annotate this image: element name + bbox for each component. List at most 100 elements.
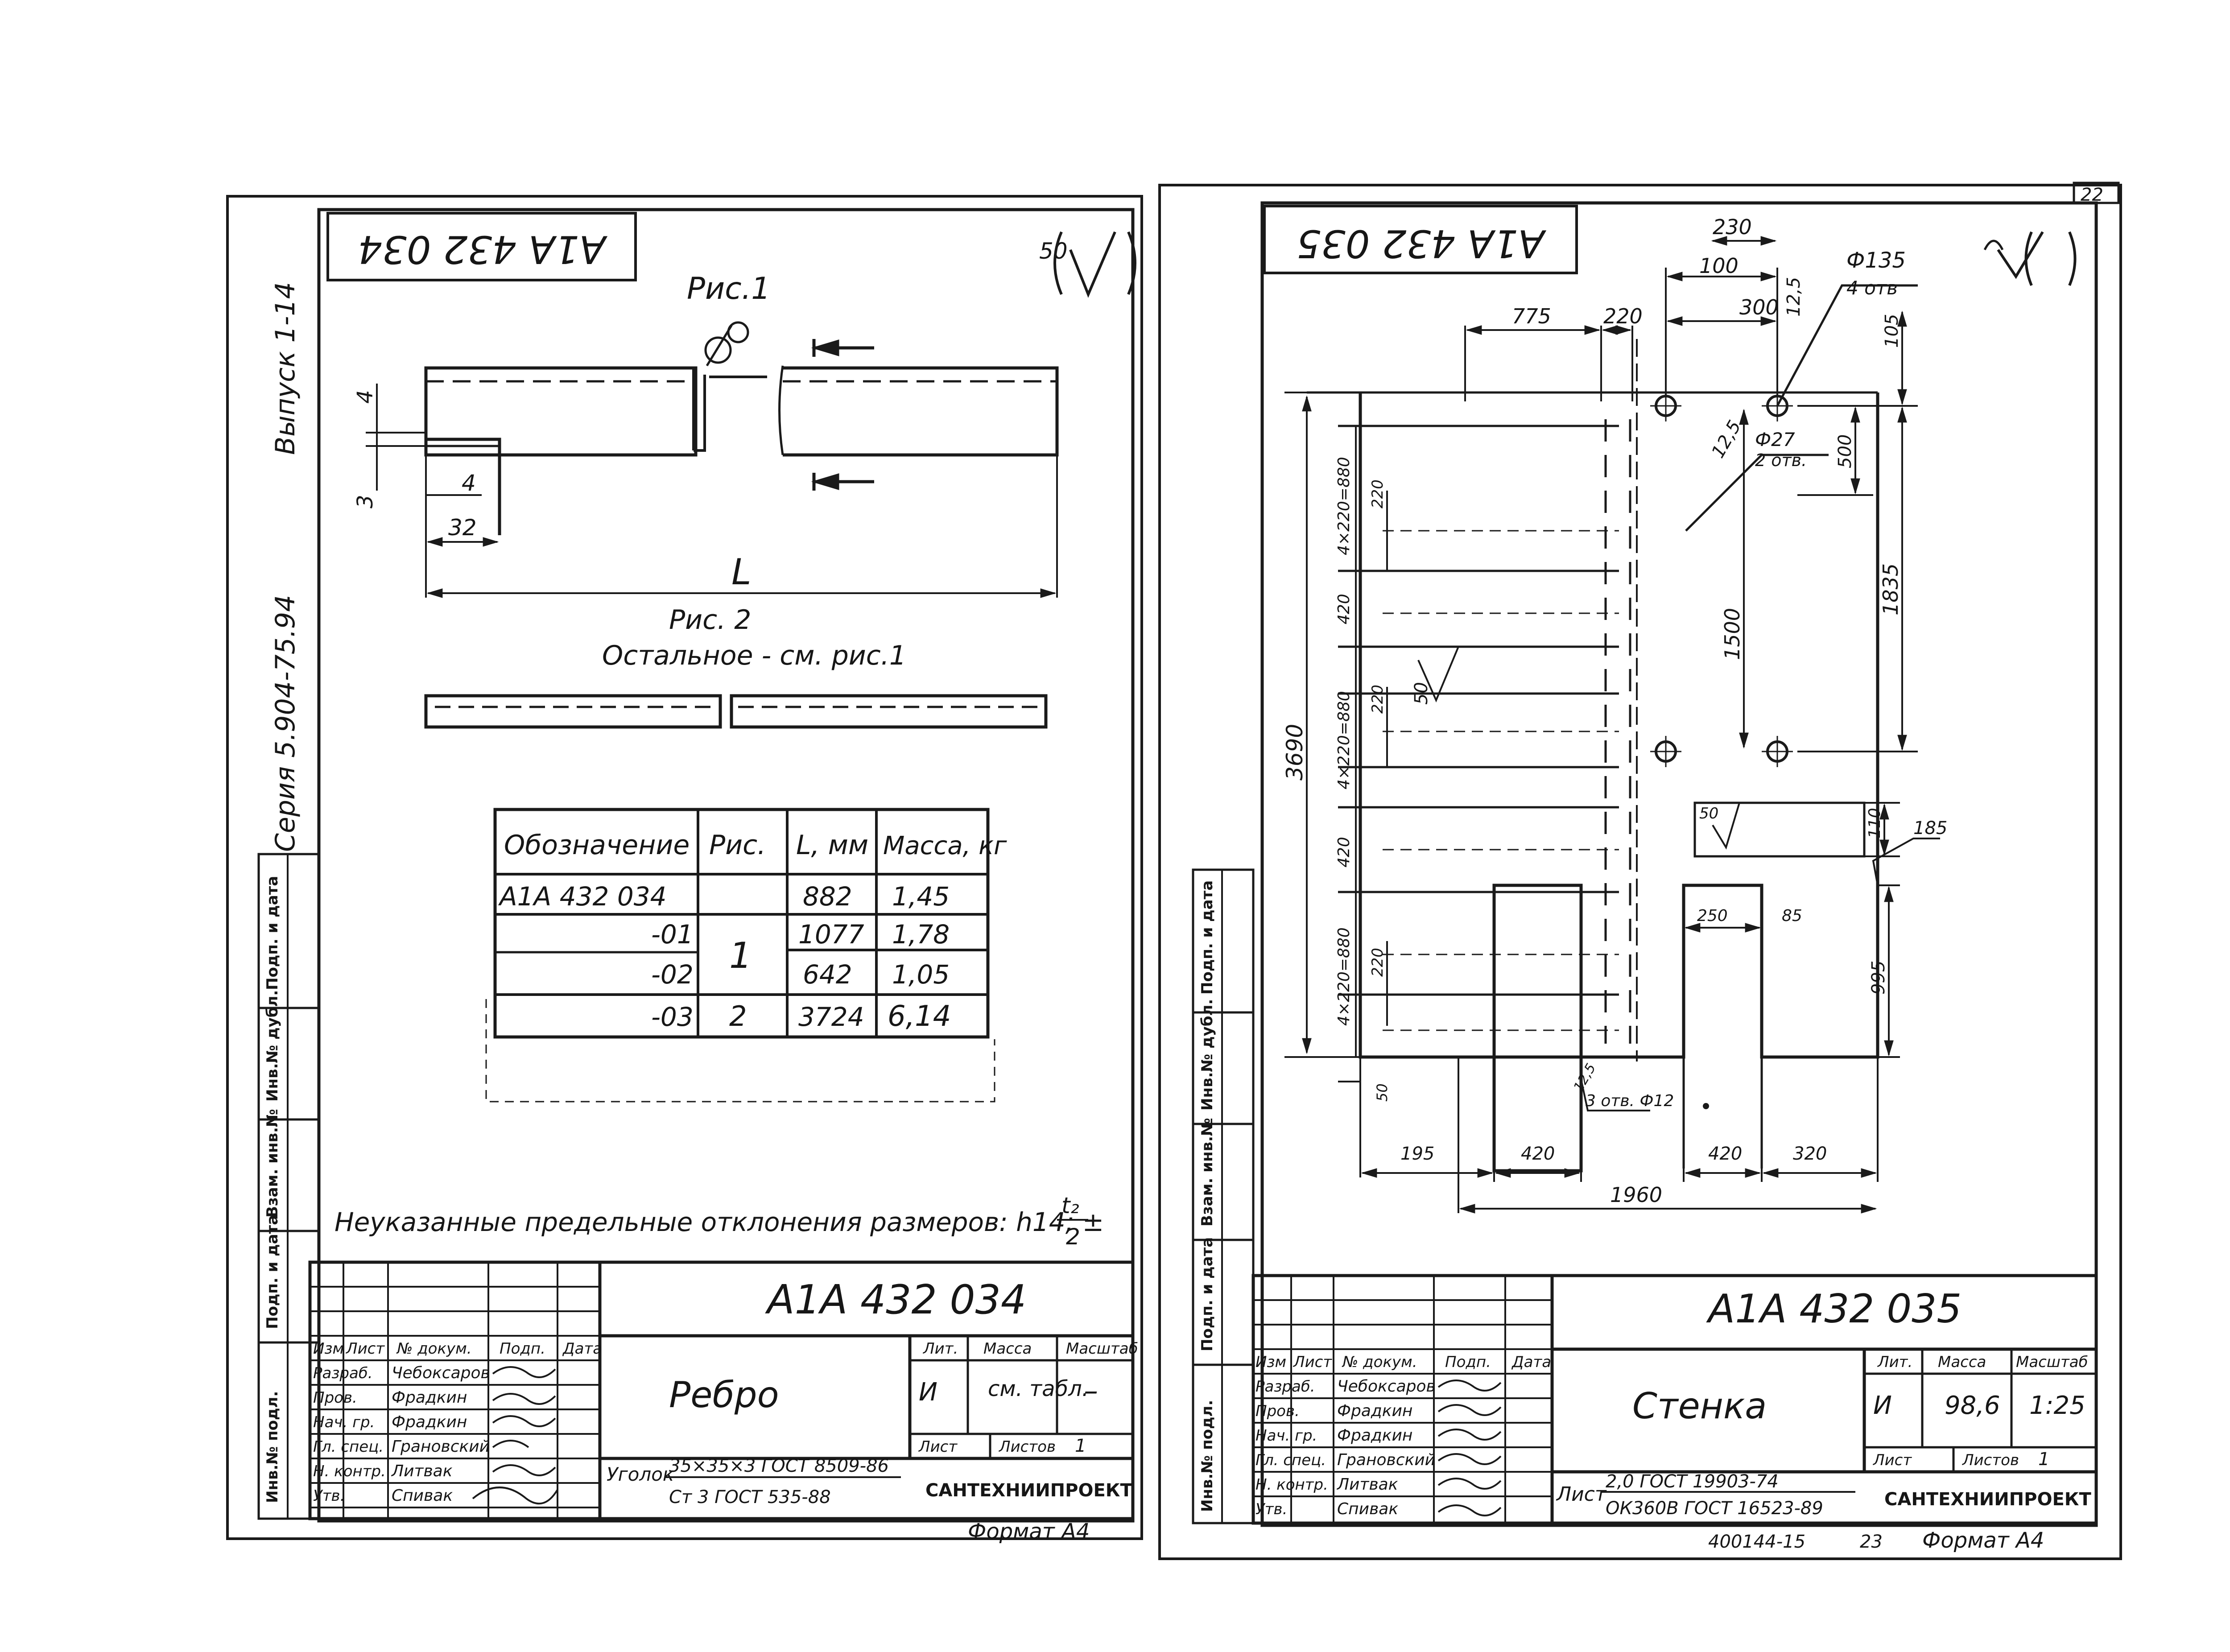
svg-text:Фрадкин: Фрадкин xyxy=(1337,1402,1412,1420)
svg-text:Дата: Дата xyxy=(562,1340,602,1358)
left-stamp-code: А1А 432 034 xyxy=(358,227,607,272)
svg-text:4×220=880: 4×220=880 xyxy=(1335,457,1353,555)
right-inner-frame xyxy=(1260,201,2098,1527)
issue-label: Выпуск 1-14 xyxy=(270,282,301,455)
svg-text:–: – xyxy=(1084,1375,1098,1408)
table-row-length: 3724 xyxy=(798,1002,864,1032)
svg-text:Инв.№ подл.: Инв.№ подл. xyxy=(264,1391,281,1503)
right-side-stamps: Подп. и дата Инв.№ дубл. Взам. инв.№ Под… xyxy=(1192,868,1255,1524)
svg-text:Взам. инв.№: Взам. инв.№ xyxy=(1198,1118,1216,1227)
svg-text:Взам. инв.№: Взам. инв.№ xyxy=(264,1109,281,1218)
right-stamp-box xyxy=(1263,205,1578,274)
tolerance-frac-den: 2 xyxy=(1066,1224,1080,1250)
svg-text:420: 420 xyxy=(1335,837,1353,867)
svg-text:Подп. и дата: Подп. и дата xyxy=(264,1215,281,1329)
svg-text:№ докум.: № докум. xyxy=(1342,1353,1417,1371)
svg-text:Лит.: Лит. xyxy=(1877,1353,1912,1371)
svg-text:Лист: Лист xyxy=(1293,1353,1332,1371)
svg-text:Пров.: Пров. xyxy=(1255,1402,1300,1420)
svg-text:420: 420 xyxy=(1708,1144,1742,1164)
table-row-length: 1077 xyxy=(798,919,864,950)
svg-text:Разраб.: Разраб. xyxy=(313,1364,373,1382)
table-row-designation: -02 xyxy=(651,959,694,990)
tolerance-frac-num: t₂ xyxy=(1061,1193,1079,1218)
svg-text:185: 185 xyxy=(1913,818,1947,838)
left-sheet: А1А 432 034 50 Серия 5.904-75.94 Выпуск … xyxy=(226,195,1143,1544)
svg-text:4: 4 xyxy=(353,390,378,404)
svg-text:2 отв.: 2 отв. xyxy=(1755,450,1807,470)
svg-text:1835: 1835 xyxy=(1879,563,1903,615)
svg-text:Утв.: Утв. xyxy=(1255,1500,1287,1518)
left-format-label: Формат А4 xyxy=(968,1519,1090,1544)
svg-text:Спивак: Спивак xyxy=(392,1487,453,1505)
tolerance-note: Неуказанные предельные отклонения размер… xyxy=(334,1207,1104,1237)
svg-text:1: 1 xyxy=(2038,1449,2049,1470)
table-header-length: L, мм xyxy=(796,830,868,861)
svg-text:50: 50 xyxy=(1411,682,1432,705)
svg-text:195: 195 xyxy=(1400,1144,1434,1164)
svg-text:Фрадкин: Фрадкин xyxy=(392,1413,467,1431)
svg-text:3690: 3690 xyxy=(1282,724,1308,781)
svg-text:12,5: 12,5 xyxy=(1571,1061,1599,1094)
svg-text:Лист: Лист xyxy=(1556,1483,1607,1506)
svg-text:3: 3 xyxy=(353,495,378,508)
table-row-designation: -01 xyxy=(651,919,694,950)
svg-text:Лист: Лист xyxy=(345,1340,385,1358)
svg-text:Спивак: Спивак xyxy=(1337,1500,1398,1518)
svg-text:Гл. спец.: Гл. спец. xyxy=(1255,1451,1326,1469)
right-bottom-page: 23 xyxy=(1860,1532,1883,1552)
svg-text:220: 220 xyxy=(1369,685,1387,714)
svg-text:12,5: 12,5 xyxy=(1784,277,1804,317)
svg-text:220: 220 xyxy=(1603,304,1643,328)
svg-text:САНТЕХНИИПРОЕКТ: САНТЕХНИИПРОЕКТ xyxy=(1884,1489,2091,1510)
svg-text:Листов: Листов xyxy=(998,1438,1056,1456)
fig2-title: Рис. 2 xyxy=(669,604,751,636)
right-stamp-code: А1А 432 035 xyxy=(1297,221,1546,266)
right-format-label: Формат А4 xyxy=(1922,1528,2044,1553)
table-row-designation: -03 xyxy=(651,1002,694,1032)
svg-text:Подп. и дата: Подп. и дата xyxy=(1198,1237,1216,1351)
svg-text:98,6: 98,6 xyxy=(1945,1391,2000,1420)
svg-text:Литвак: Литвак xyxy=(391,1462,453,1480)
left-part-name: Ребро xyxy=(669,1374,779,1416)
svg-text:Подп.: Подп. xyxy=(1445,1353,1491,1371)
left-roughness-symbol: 50 xyxy=(1039,231,1136,298)
svg-text:Ф27: Ф27 xyxy=(1755,429,1795,450)
svg-text:Ф135: Ф135 xyxy=(1846,248,1906,273)
svg-text:32: 32 xyxy=(448,515,477,541)
svg-text:Грановский: Грановский xyxy=(1337,1451,1435,1469)
table-row-length: 642 xyxy=(803,959,852,990)
svg-text:50: 50 xyxy=(1039,238,1068,264)
svg-text:220: 220 xyxy=(1369,948,1387,977)
table-row-mass: 1,05 xyxy=(892,959,950,990)
svg-text:320: 320 xyxy=(1793,1144,1827,1164)
svg-text:Подп.: Подп. xyxy=(500,1340,545,1358)
svg-text:420: 420 xyxy=(1521,1144,1555,1164)
table-row-mass: 1,78 xyxy=(892,919,950,950)
svg-text:Изм: Изм xyxy=(1255,1353,1286,1371)
svg-text:4 отв: 4 отв xyxy=(1846,277,1898,299)
svg-text:4×220=880: 4×220=880 xyxy=(1335,691,1353,789)
fig1-title: Рис.1 xyxy=(687,271,770,306)
right-titleblock: А1А 432 035 Стенка Изм Лист № докум. Под… xyxy=(1251,1274,2098,1525)
table-header-designation: Обозначение xyxy=(504,830,690,861)
svg-text:12,5: 12,5 xyxy=(1708,417,1745,462)
svg-text:Утв.: Утв. xyxy=(313,1487,345,1505)
fig2-note: Остальное - см. рис.1 xyxy=(602,640,906,671)
svg-text:100: 100 xyxy=(1699,254,1739,278)
svg-text:№ докум.: № докум. xyxy=(396,1340,472,1358)
svg-text:1:25: 1:25 xyxy=(2029,1391,2085,1420)
right-sheet-number-box xyxy=(2073,182,2120,204)
svg-text:Масса: Масса xyxy=(983,1340,1032,1358)
svg-text:Инв.№ дубл.: Инв.№ дубл. xyxy=(1198,999,1216,1111)
svg-text:Пров.: Пров. xyxy=(313,1389,357,1407)
svg-text:Лист: Лист xyxy=(1872,1451,1912,1469)
svg-text:Изм: Изм xyxy=(313,1340,344,1358)
svg-text:230: 230 xyxy=(1713,215,1752,239)
table-row-designation: А1А 432 034 xyxy=(498,881,667,912)
svg-text:Разраб.: Разраб. xyxy=(1255,1378,1315,1396)
svg-text:105: 105 xyxy=(1882,314,1902,348)
svg-text:Уголок: Уголок xyxy=(607,1463,674,1485)
svg-text:50: 50 xyxy=(1374,1083,1391,1102)
